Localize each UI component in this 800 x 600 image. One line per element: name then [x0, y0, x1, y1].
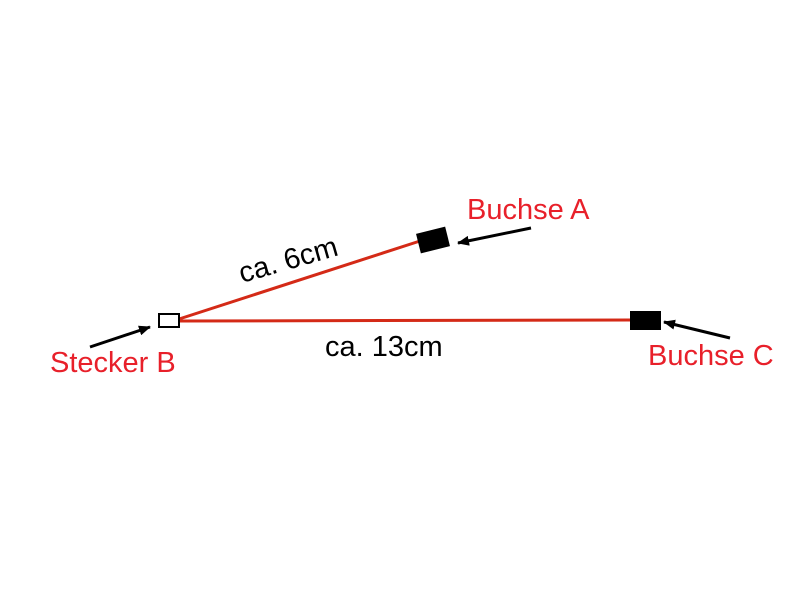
socket-a — [416, 226, 450, 254]
arrow-to-plug-b — [89, 325, 151, 349]
wire-b-to-c — [179, 318, 633, 323]
arrow-to-socket-a — [457, 226, 532, 246]
wire-b-to-a — [175, 239, 421, 322]
label-buchse-a: Buchse A — [467, 194, 590, 226]
arrow-to-socket-c — [663, 319, 731, 340]
socket-c — [630, 311, 661, 330]
label-length-bc: ca. 13cm — [325, 331, 443, 363]
label-stecker-b: Stecker B — [50, 347, 176, 379]
label-buchse-c: Buchse C — [648, 340, 774, 372]
label-length-ab: ca. 6cm — [235, 231, 341, 290]
plug-b — [158, 313, 180, 328]
